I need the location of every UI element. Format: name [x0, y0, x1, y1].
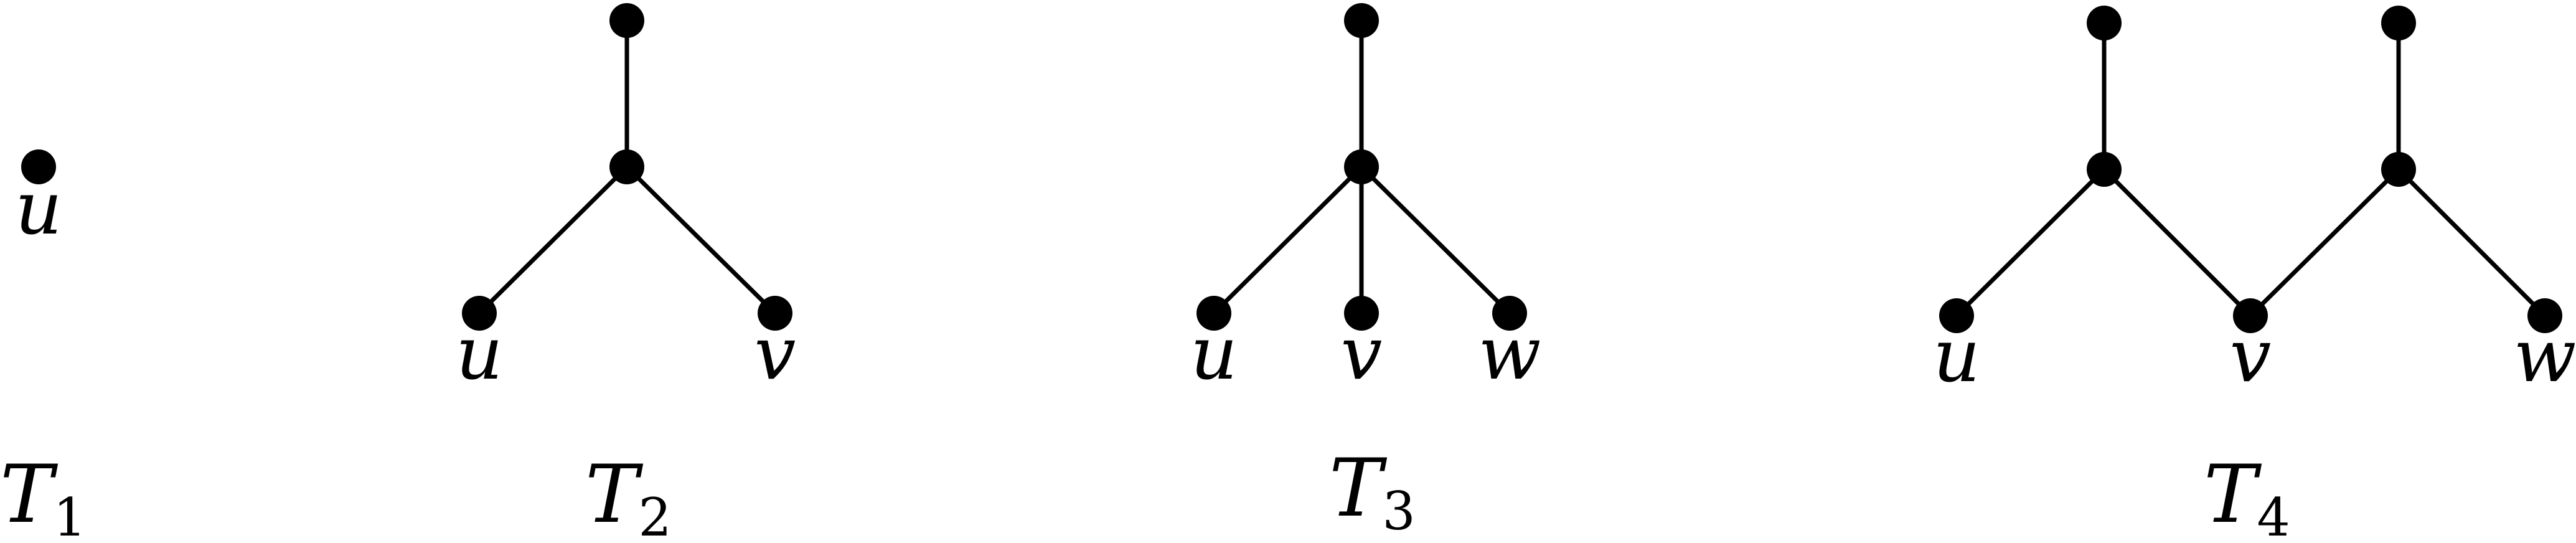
- t4-vertex-v: [2233, 298, 2268, 333]
- t4-vertex-top-left: [2087, 6, 2122, 40]
- t2-vertex-v: [758, 296, 792, 331]
- t3-vertex-v: [1344, 296, 1379, 331]
- t4-vertex-center-right: [2381, 152, 2416, 187]
- t3-edge-left: [1211, 164, 1364, 316]
- t4-edge-right-to-v: [2248, 167, 2401, 318]
- t3-vertex-center: [1344, 149, 1379, 184]
- t1-caption-subscript: 1: [53, 487, 86, 543]
- t2-edge-left: [477, 164, 629, 316]
- t3-label-v: v: [1341, 310, 1383, 396]
- t3-caption: T3: [1329, 442, 1416, 542]
- t3-label-u: u: [1190, 310, 1238, 396]
- t2-caption-subscript: 2: [638, 487, 671, 543]
- t4-edge-left-to-u: [1954, 167, 2107, 318]
- t3-caption-name: T: [1329, 442, 1388, 535]
- t2-vertex-center: [609, 149, 644, 184]
- t3-vertex-u: [1196, 296, 1231, 331]
- t4-vertex-w: [2527, 298, 2562, 333]
- tree-t4: u v w T4: [1933, 6, 2576, 543]
- t4-edge-right-to-w: [2396, 167, 2547, 318]
- t2-caption-name: T: [585, 448, 644, 541]
- t2-vertex-u: [462, 296, 497, 331]
- t4-vertex-top-right: [2381, 6, 2416, 40]
- t4-vertex-u: [1939, 298, 1974, 333]
- tree-t1: u T1: [0, 149, 87, 543]
- t4-caption-name: T: [2204, 448, 2262, 541]
- t1-caption: T1: [0, 448, 87, 543]
- t4-caption: T4: [2204, 448, 2290, 543]
- t3-edge-right: [1359, 164, 1512, 316]
- t2-vertex-top: [609, 3, 644, 38]
- tree-t3: u v w T3: [1190, 3, 1541, 542]
- t4-caption-subscript: 4: [2257, 487, 2290, 543]
- t4-vertex-center-left: [2087, 152, 2122, 187]
- t3-vertex-top: [1344, 3, 1379, 38]
- t4-label-w: w: [2513, 313, 2576, 399]
- t2-edge-right: [624, 164, 778, 316]
- t1-label-u: u: [15, 165, 62, 251]
- t1-vertex-u: [21, 149, 56, 184]
- t3-label-w: w: [1478, 310, 1541, 396]
- t3-vertex-w: [1492, 296, 1527, 331]
- t3-caption-subscript: 3: [1382, 481, 1415, 542]
- t1-caption-name: T: [0, 448, 59, 541]
- tree-t2: u v T2: [456, 3, 796, 543]
- t2-label-v: v: [754, 310, 796, 396]
- t4-edge-left-to-v: [2102, 167, 2253, 318]
- t2-label-u: u: [456, 310, 503, 396]
- t4-label-v: v: [2230, 313, 2272, 399]
- t2-caption: T2: [585, 448, 672, 543]
- t4-label-u: u: [1933, 313, 1980, 399]
